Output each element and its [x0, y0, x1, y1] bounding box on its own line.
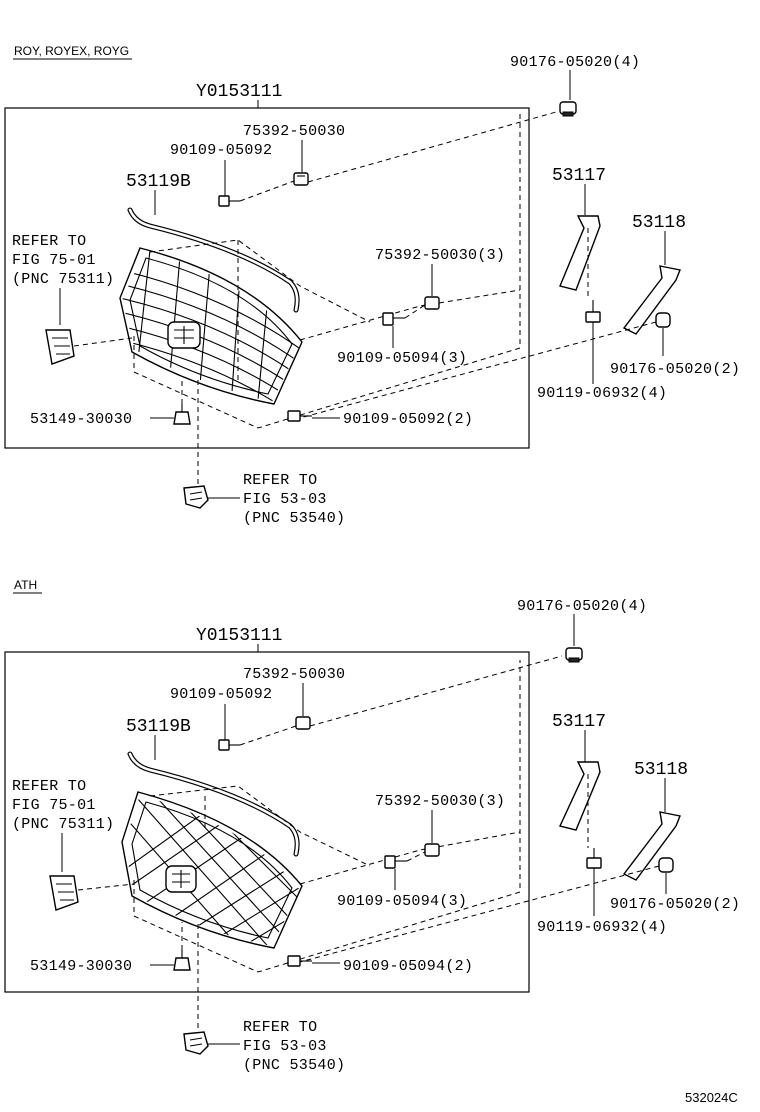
bracket-b [622, 811, 681, 881]
refer-bottom-line1: REFER TO [243, 472, 317, 489]
clip-icon [565, 647, 583, 663]
label-nut-top: 75392-50030 [243, 666, 345, 683]
label-bolt-right: 90119-06932(4) [537, 385, 667, 402]
refer-bottom-line2: FIG 53-03 [243, 491, 327, 508]
bracket-a [559, 761, 601, 831]
refer-bottom-line3: (PNC 53540) [243, 1057, 345, 1074]
refer-bottom-line2: FIG 53-03 [243, 1038, 327, 1055]
refer-bottom-line1: REFER TO [243, 1019, 317, 1036]
figure-code: 532024C [685, 1090, 738, 1105]
nut-mid-icon [424, 843, 440, 857]
refer-left-line3: (PNC 75311) [12, 271, 114, 288]
label-nut-mid: 75392-50030(3) [375, 793, 505, 810]
refer-left-line1: REFER TO [12, 233, 86, 250]
nut-icon [295, 716, 311, 730]
label-bolt-right: 90119-06932(4) [537, 919, 667, 936]
molding-strip [127, 751, 300, 857]
bracket-a [559, 215, 601, 291]
refer-left-line3: (PNC 75311) [12, 816, 114, 833]
label-retainer: 53149-30030 [30, 411, 132, 428]
label-screw-mid: 90109-05094(3) [337, 893, 467, 910]
screw-mid-icon [384, 855, 407, 869]
clip-right-icon [655, 312, 671, 328]
variant-label: ROY, ROYEX, ROYG [14, 44, 129, 58]
label-molding: 53119B [126, 172, 191, 192]
label-retainer: 53149-30030 [30, 958, 132, 975]
bracket-bottom-icon [183, 1031, 209, 1055]
label-screw-top: 90109-05092 [170, 686, 272, 703]
assembly-number: Y0153111 [196, 82, 282, 102]
label-molding: 53119B [126, 717, 191, 737]
label-clip-right: 90176-05020(2) [610, 896, 740, 913]
refer-bottom-line3: (PNC 53540) [243, 510, 345, 527]
grille [119, 247, 303, 405]
retainer-icon [173, 404, 191, 425]
variant-label: ATH [14, 578, 37, 592]
assembly-number: Y0153111 [196, 626, 282, 646]
nut-icon [293, 172, 309, 186]
assembly-frame [4, 651, 530, 993]
label-bracket-a: 53117 [552, 712, 606, 732]
bolt-icon [585, 300, 601, 323]
label-bracket-b: 53118 [632, 213, 686, 233]
retainer-icon [173, 950, 191, 971]
molding-strip [127, 207, 300, 313]
emblem-icon [49, 875, 79, 911]
assembly-frame [4, 107, 530, 449]
screw-mid-icon [382, 312, 405, 326]
label-nut-top: 75392-50030 [243, 123, 345, 140]
screw-bottom-icon [287, 410, 312, 422]
screw-icon [218, 195, 240, 207]
grille-mesh [121, 791, 303, 949]
refer-left-line2: FIG 75-01 [12, 797, 96, 814]
bracket-bottom-icon [183, 485, 209, 509]
nut-mid-icon [424, 296, 440, 310]
clip-icon [559, 101, 577, 117]
label-clip-top: 90176-05020(4) [510, 54, 640, 71]
refer-left-line2: FIG 75-01 [12, 252, 96, 269]
section-roy: ROY, ROYEX, ROYG Y0153111 90176-05020(4)… [4, 44, 740, 527]
bracket-b [622, 265, 681, 335]
section-ath: ATH Y0153111 90176-05020(4) 75392-50030 … [4, 578, 740, 1074]
emblem-icon [45, 329, 75, 365]
label-nut-mid: 75392-50030(3) [375, 247, 505, 264]
label-clip-top: 90176-05020(4) [517, 598, 647, 615]
refer-left-line1: REFER TO [12, 778, 86, 795]
bolt-icon [586, 848, 602, 869]
screw-bottom-icon [287, 955, 312, 967]
label-bracket-a: 53117 [552, 166, 606, 186]
screw-icon [218, 739, 240, 751]
clip-right-icon [658, 857, 674, 873]
label-clip-right: 90176-05020(2) [610, 361, 740, 378]
label-screw-bottom: 90109-05094(2) [343, 958, 473, 975]
label-screw-top: 90109-05092 [170, 142, 272, 159]
label-bracket-b: 53118 [634, 760, 688, 780]
label-screw-mid: 90109-05094(3) [337, 350, 467, 367]
label-screw-bottom: 90109-05092(2) [343, 411, 473, 428]
